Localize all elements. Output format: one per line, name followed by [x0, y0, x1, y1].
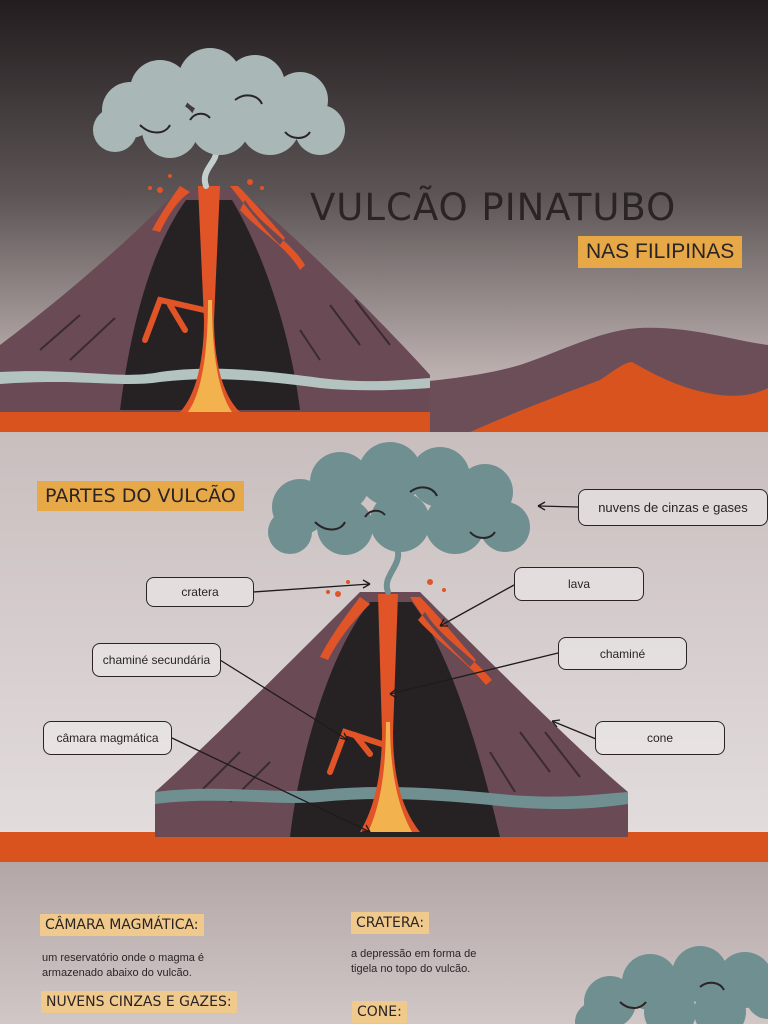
- hero-volcano-illustration: [0, 48, 768, 432]
- definition-line: a depressão em forma de: [351, 948, 477, 960]
- label-lava: lava: [514, 567, 644, 601]
- label-cone: cone: [595, 721, 725, 755]
- glossary-cloud-decoration: [575, 946, 768, 1024]
- parts-heading: PARTES DO VULCÃO: [37, 481, 244, 511]
- label-clouds: nuvens de cinzas e gases: [578, 489, 768, 526]
- term-crater: CRATERA:: [351, 912, 430, 934]
- page-title: VULCÃO PINATUBO: [310, 186, 677, 229]
- label-crater: cratera: [146, 577, 254, 607]
- term-clouds: NUVENS CINZAS E GAZES:: [41, 991, 237, 1013]
- definition-magma-chamber: um reservatório onde o magma é armazenad…: [42, 951, 204, 981]
- hero-section: VULCÃO PINATUBO NAS FILIPINAS: [0, 0, 768, 432]
- term-cone: CONE:: [352, 1001, 407, 1023]
- label-chimney: chaminé: [558, 637, 687, 670]
- term-magma-chamber: CÂMARA MAGMÁTICA:: [40, 914, 204, 936]
- definition-line: armazenado abaixo do vulcão.: [42, 967, 192, 979]
- label-magma-chamber: câmara magmática: [43, 721, 172, 755]
- label-secondary-chimney: chaminé secundária: [92, 643, 221, 677]
- parts-volcano-diagram: [0, 442, 768, 862]
- page-subtitle: NAS FILIPINAS: [578, 236, 743, 268]
- definition-crater: a depressão em forma de tigela no topo d…: [351, 947, 476, 977]
- parts-section: PARTES DO VULCÃO nuvens de cinzas e gase…: [0, 432, 768, 862]
- definition-line: um reservatório onde o magma é: [42, 952, 205, 964]
- glossary-section: CÂMARA MAGMÁTICA: um reservatório onde o…: [0, 862, 768, 1024]
- definition-line: tigela no topo do vulcão.: [351, 963, 471, 975]
